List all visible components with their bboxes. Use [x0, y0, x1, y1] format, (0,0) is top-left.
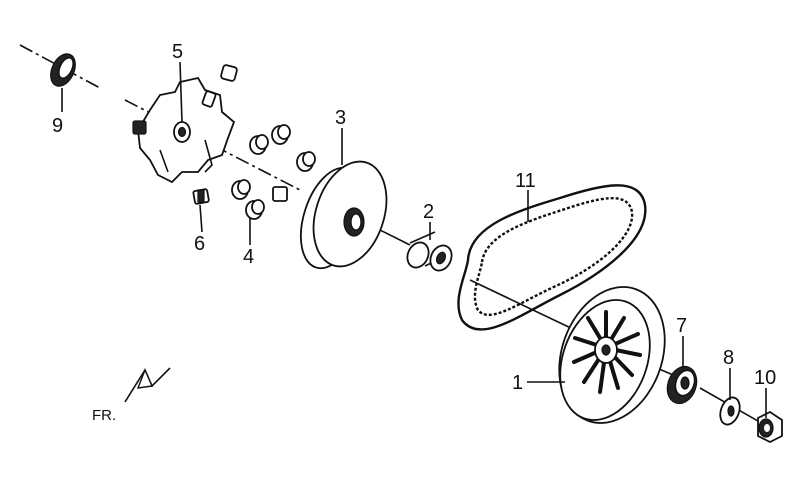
washer-part-8	[719, 396, 741, 426]
oil-seal-part-9	[50, 53, 76, 87]
drive-belt-part-11	[457, 184, 647, 331]
callout-7: 7	[676, 315, 687, 337]
leader-lines	[61, 61, 767, 418]
movable-drive-face-part-3	[299, 160, 388, 270]
spacer-part-7	[666, 365, 698, 405]
slider-pieces-part-6	[132, 64, 238, 205]
direction-label: FR.	[92, 407, 116, 424]
callout-2: 2	[423, 201, 434, 223]
callout-9: 9	[52, 115, 63, 137]
callout-4: 4	[243, 246, 254, 268]
nut-part-10	[757, 410, 783, 444]
collar-sleeve-part-2	[405, 231, 453, 280]
fixed-drive-face-part-1	[558, 286, 666, 424]
front-direction-arrow	[124, 367, 171, 403]
callout-10: 10	[754, 367, 776, 389]
callout-1: 1	[512, 372, 523, 394]
callout-6: 6	[194, 233, 205, 255]
ramp-plate-part-5	[137, 76, 236, 184]
callout-5: 5	[172, 41, 183, 63]
weight-rollers-part-4	[231, 124, 316, 220]
callout-3: 3	[335, 107, 346, 129]
callout-11: 11	[515, 170, 536, 192]
callout-8: 8	[723, 347, 734, 369]
